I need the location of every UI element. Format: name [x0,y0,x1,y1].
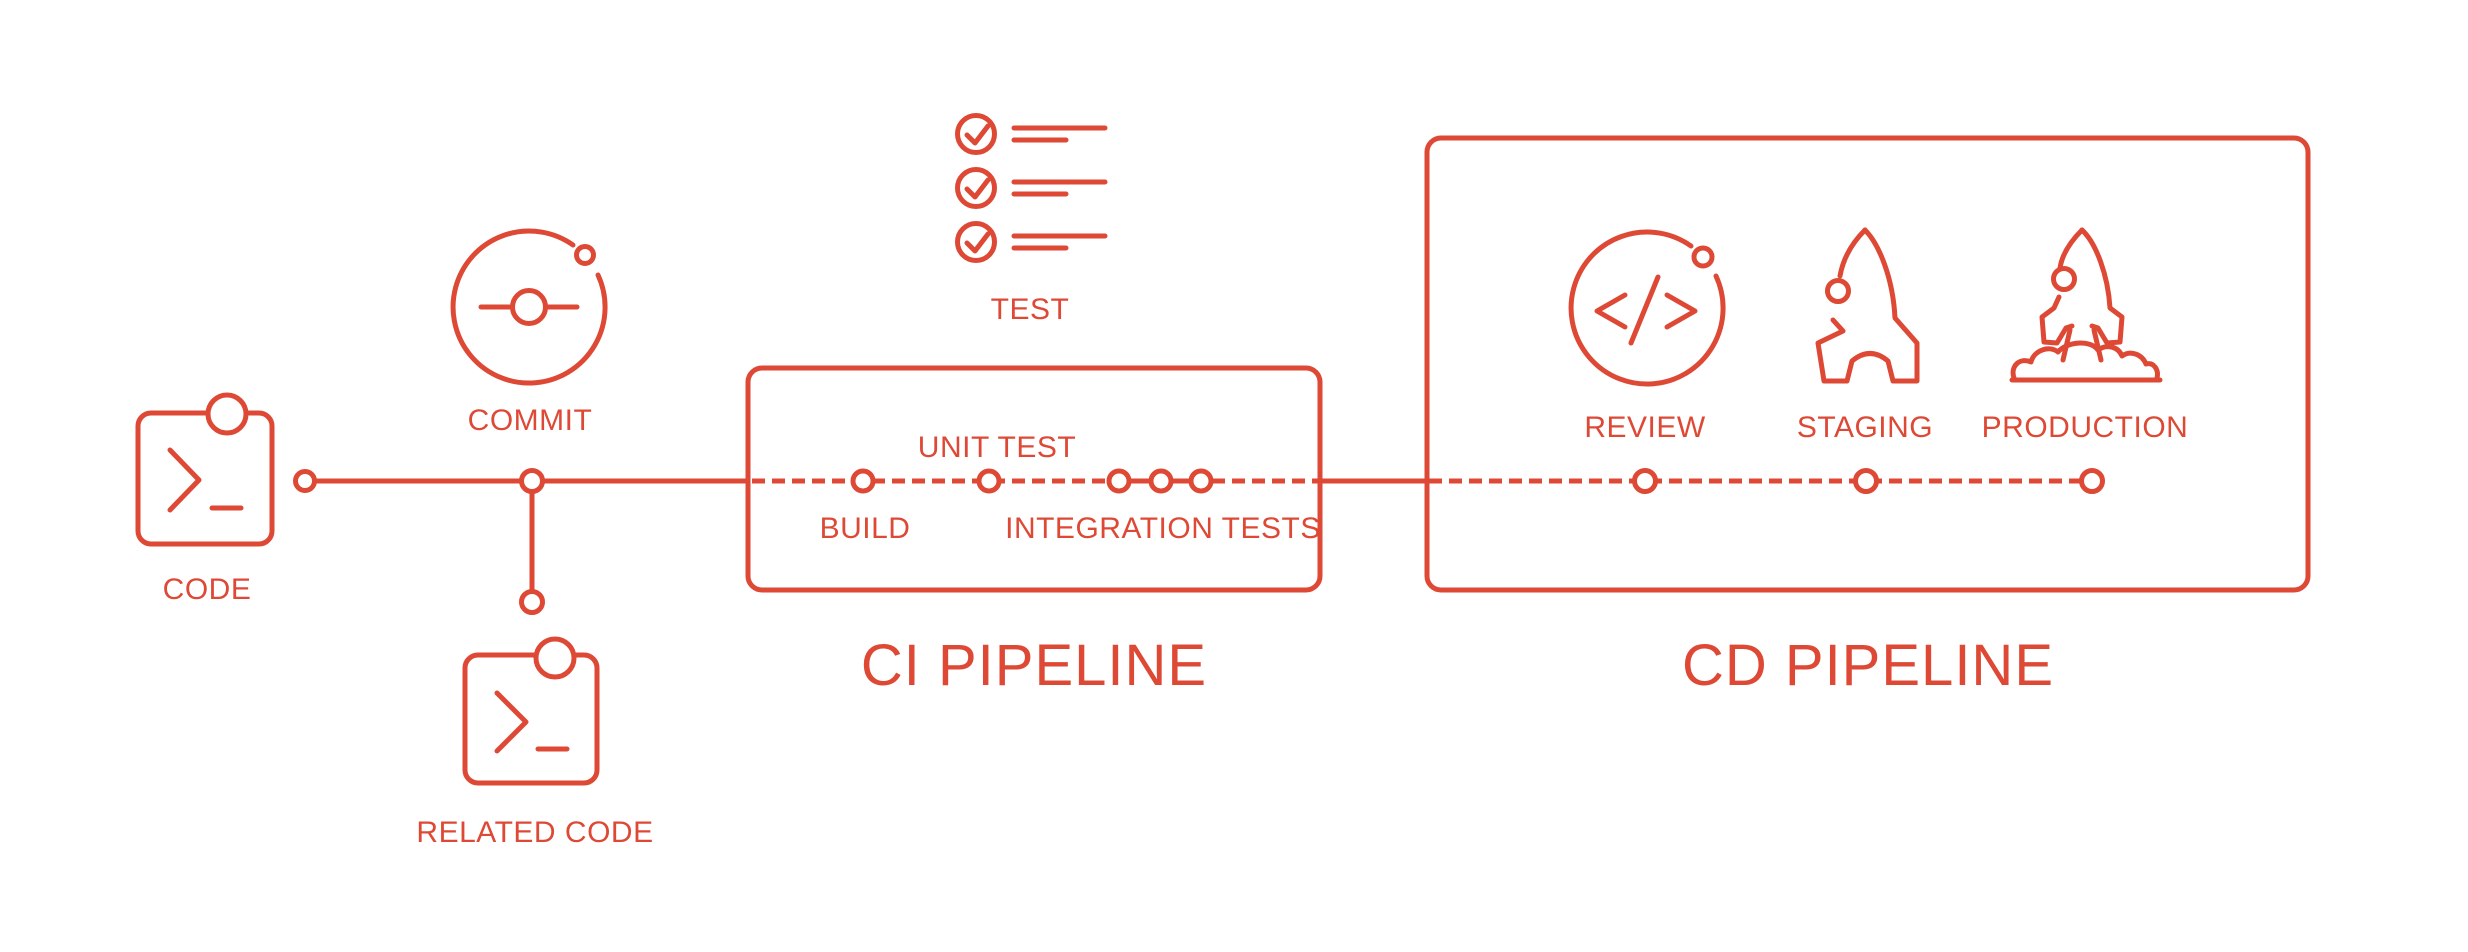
rocket-icon [1815,227,1920,384]
rocket-launch-icon [2009,227,2163,383]
test-label: TEST [991,293,1070,326]
integration-tests-label: INTEGRATION TESTS [1005,512,1321,545]
git-commit-orbit-icon [450,228,608,386]
node-code [293,469,317,493]
node-integration-2 [1148,468,1174,494]
commit-label: COMMIT [468,404,593,437]
terminal-code-icon [135,392,275,547]
node-staging [1853,468,1879,494]
node-branch [519,589,545,615]
node-production [2079,468,2105,494]
node-integration-3 [1188,468,1214,494]
node-integration-1 [1106,468,1132,494]
pipeline-nodes [293,468,2105,615]
staging-label: STAGING [1797,411,1933,444]
node-unit-test [976,468,1002,494]
smoke-cloud [2010,340,2160,381]
unit-test-label: UNIT TEST [918,431,1076,464]
ci-pipeline-title: CI PIPELINE [861,633,1207,698]
node-build [850,468,876,494]
code-review-orbit-icon [1568,229,1726,387]
related-terminal-code-icon [462,636,600,786]
code-label: CODE [163,573,252,606]
checklist-icon [955,113,1108,263]
cd-pipeline-box [1424,135,2311,593]
related-code-label: RELATED CODE [416,816,653,849]
exhaust-right [2091,327,2104,363]
checklist-row [955,113,1108,155]
checklist-row [955,167,1108,209]
checklist-row [955,221,1108,263]
node-review [1632,468,1658,494]
node-commit [519,468,545,494]
build-label: BUILD [820,512,911,545]
review-label: REVIEW [1584,411,1706,444]
cd-pipeline-title: CD PIPELINE [1682,633,2054,698]
production-label: PRODUCTION [1982,411,2189,444]
ci-pipeline-box [745,365,1323,593]
